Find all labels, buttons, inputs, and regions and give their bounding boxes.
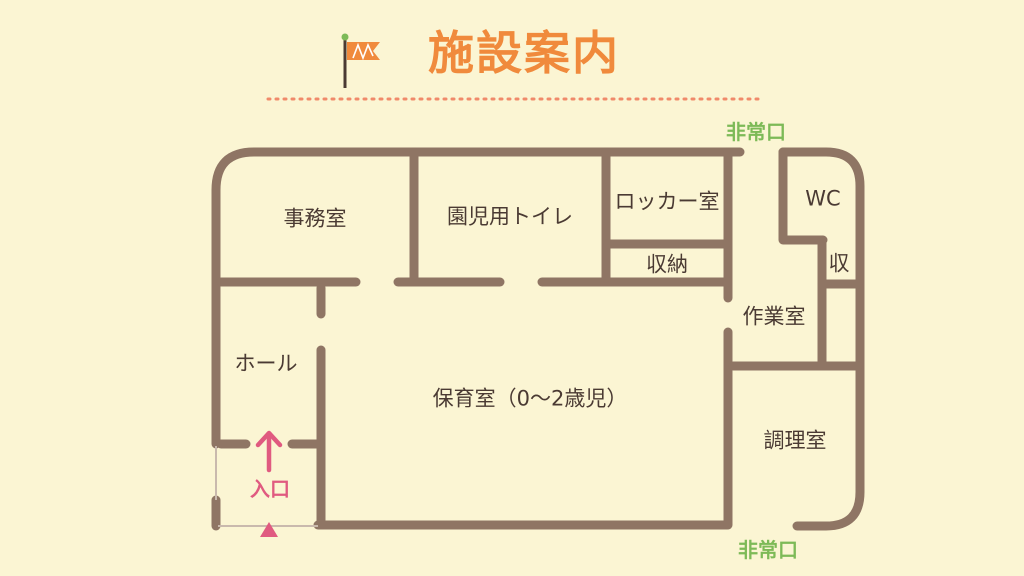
triangle-marker-icon	[260, 522, 278, 537]
entrance-label: 入口	[250, 477, 290, 501]
room-storage-small: 収	[828, 251, 850, 276]
room-kitchen: 調理室	[763, 428, 827, 453]
emergency-exit-top: 非常口	[726, 120, 786, 144]
room-toilet: 園児用トイレ	[447, 204, 573, 229]
emergency-exit-bottom: 非常口	[738, 538, 798, 562]
room-workroom: 作業室	[742, 304, 806, 329]
page-title: 施設案内	[428, 26, 620, 80]
room-wc: WC	[805, 186, 841, 211]
room-nursery: 保育室（0～2歳児）	[432, 386, 628, 411]
room-office: 事務室	[283, 206, 347, 231]
flag-icon	[341, 33, 380, 88]
up-arrow-icon	[255, 430, 283, 473]
room-locker: ロッカー室	[614, 189, 720, 214]
room-hall: ホール	[234, 351, 298, 376]
walls	[211, 147, 865, 531]
room-storage: 収納	[646, 252, 688, 277]
